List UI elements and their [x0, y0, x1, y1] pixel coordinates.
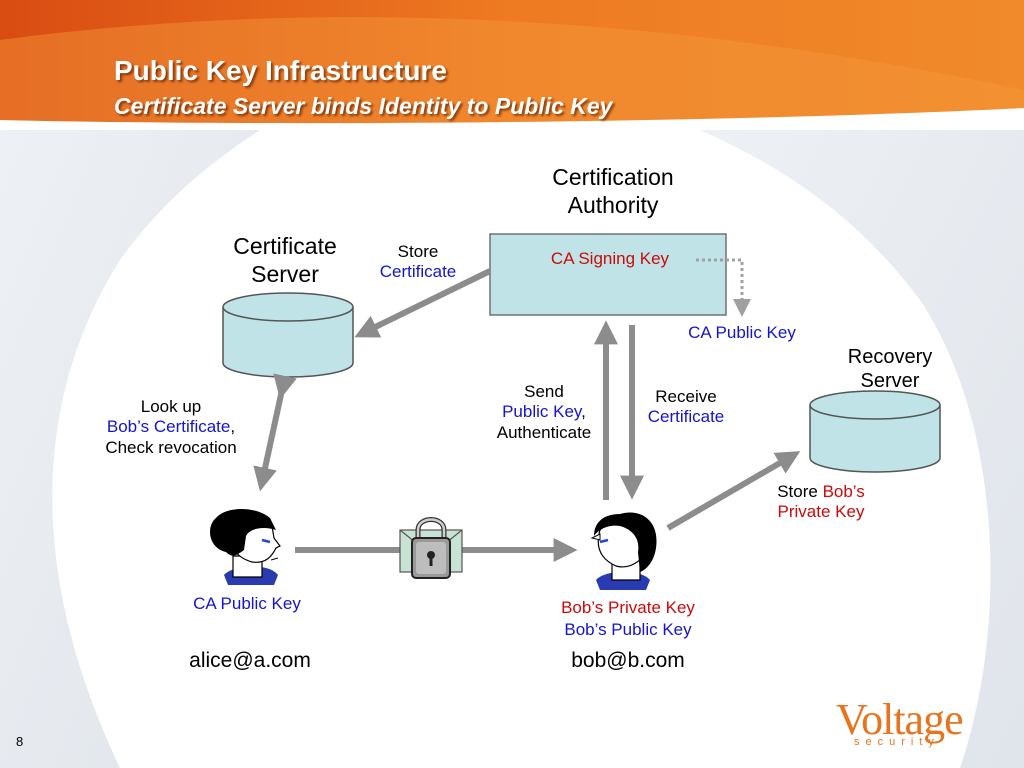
lookup-line3: Check revocation	[105, 437, 237, 457]
voltage-logo: Voltage security	[836, 698, 1006, 754]
lookup-line2-suffix: ,	[230, 417, 236, 437]
logo-tagline: security	[854, 736, 940, 748]
store-certificate-line1: Store	[397, 242, 439, 261]
recovery-server-title: Recovery Server	[820, 345, 960, 393]
certificate-server-title-line1: Certificate	[233, 233, 337, 259]
bob-private-key-label: Bob’s Private Key	[561, 598, 695, 617]
store-private-line1: Bob’s	[822, 482, 865, 501]
send-line3: Authenticate	[496, 422, 592, 442]
bob-person-icon	[590, 512, 657, 590]
store-certificate-label: Store Certificate	[368, 242, 468, 283]
ca-title: Certification Authority	[528, 164, 698, 219]
alice-person-icon	[210, 509, 281, 585]
recovery-server-cylinder	[809, 390, 941, 473]
header-band	[0, 0, 1024, 130]
lookup-line2-blue: Bob’s Certificate	[106, 417, 231, 437]
logo-wordmark: Voltage	[836, 695, 964, 744]
lookup-label: Look up Bob’s Certificate, Check revocat…	[80, 397, 262, 458]
send-line1: Send	[524, 382, 564, 401]
ca-public-key-label: CA Public Key	[688, 323, 796, 342]
alice-ca-public-key-label: CA Public Key	[193, 594, 301, 613]
send-line2-blue: Public Key	[502, 402, 582, 422]
ca-title-line1: Certification	[552, 164, 674, 190]
ca-signing-key-label: CA Signing Key	[550, 249, 670, 268]
arrow-store-certificate	[354, 268, 492, 338]
arrow-lookup-certificate	[253, 373, 297, 492]
arrow-store-private-key	[666, 451, 801, 531]
recovery-server-title-line1: Recovery	[847, 346, 933, 368]
store-certificate-line2: Certificate	[379, 262, 457, 282]
receive-line1: Receive	[655, 387, 717, 406]
slide-subtitle: Certificate Server binds Identity to Pub…	[114, 93, 613, 119]
bob-email: bob@b.com	[571, 649, 685, 672]
certificate-server-title: Certificate Server	[205, 233, 365, 288]
certificate-server-cylinder	[222, 292, 354, 378]
store-private-key-label: Store Bob’s Private Key	[756, 482, 886, 523]
store-private-line2: Private Key	[777, 502, 865, 522]
send-label: Send Public Key, Authenticate	[484, 382, 604, 443]
arrow-ca-public-key-dotted	[696, 258, 751, 317]
receive-label: Receive Certificate	[636, 387, 736, 428]
alice-email: alice@a.com	[189, 649, 311, 672]
page-number: 8	[16, 734, 24, 749]
bob-public-key-label: Bob’s Public Key	[564, 620, 692, 639]
locked-envelope-icon	[399, 517, 463, 579]
certificate-server-title-line2: Server	[251, 260, 319, 287]
recovery-server-title-line2: Server	[860, 370, 920, 392]
store-private-prefix: Store	[777, 482, 823, 501]
ca-box	[489, 233, 727, 316]
send-line2-suffix: ,	[581, 402, 586, 422]
slide-title: Public Key Infrastructure	[114, 55, 447, 86]
ca-title-line2: Authority	[567, 191, 659, 218]
lookup-line1: Look up	[140, 397, 202, 416]
receive-line2: Certificate	[647, 407, 725, 427]
